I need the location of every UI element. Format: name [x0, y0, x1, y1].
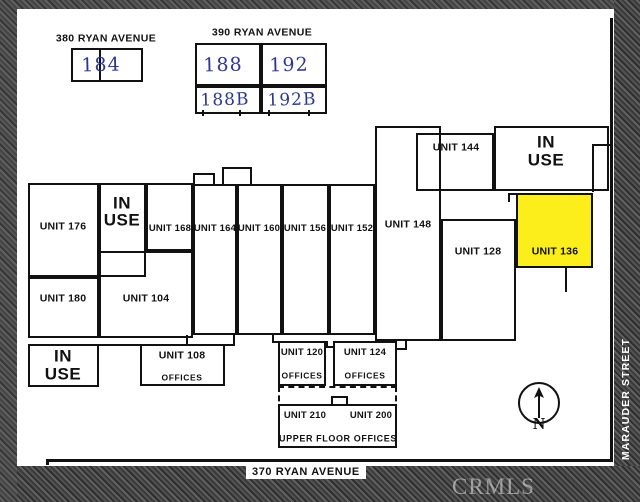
unit-128-shape — [441, 219, 516, 341]
unit-144-label: UNIT 144 — [432, 141, 480, 154]
handwritten-192: 192 — [269, 53, 309, 77]
unit-104-shape — [99, 251, 193, 338]
wall-stub — [565, 268, 567, 292]
crmls-watermark: CRMLS — [452, 474, 535, 499]
handwritten-188b: 188B — [200, 89, 250, 111]
block-header-380: 380 RYAN AVENUE — [55, 32, 157, 45]
unit-168-label: UNIT 168 — [148, 223, 192, 235]
handwritten-188: 188 — [203, 53, 243, 77]
unit-164-shape — [193, 184, 237, 335]
roof-jog — [222, 167, 224, 185]
wall-segment — [99, 344, 145, 346]
block-390-cell-188b — [195, 86, 261, 114]
unit-164-label: UNIT 164 — [193, 223, 237, 235]
door-tick — [202, 110, 204, 116]
in-use-top-right-shape — [494, 126, 609, 191]
wall-jog — [405, 341, 407, 350]
unit-120-shape — [278, 341, 326, 386]
unit-152-shape — [329, 184, 375, 335]
unit-200-label: UNIT 200 — [349, 410, 393, 422]
roof-jog — [193, 173, 215, 175]
wall-jog — [326, 341, 328, 348]
door-tick — [308, 110, 310, 116]
handwritten-192b: 192B — [267, 89, 317, 111]
unit-160-shape — [237, 184, 282, 335]
compass-north-label: N — [532, 414, 546, 433]
unit-176-label: UNIT 176 — [39, 220, 87, 233]
block-header-390: 390 RYAN AVENUE — [211, 26, 313, 39]
unit-180-shape — [28, 277, 99, 338]
wall-jog — [186, 335, 188, 344]
unit-108-shape — [140, 344, 225, 386]
in-use-bottom-left-line2: USE — [44, 364, 82, 384]
street-label-bottom: 370 RYAN AVENUE — [246, 465, 366, 479]
unit-136-shape-highlighted — [516, 193, 593, 268]
unit-120-label: UNIT 120 — [280, 347, 324, 359]
roof-jog — [213, 173, 215, 185]
wall-notch — [331, 396, 348, 398]
unit-168-shape — [146, 183, 193, 251]
wall-jog — [592, 144, 594, 192]
site-boundary-bottom — [46, 459, 612, 462]
in-use-top-left-shape — [99, 183, 146, 277]
unit-210-label: UNIT 210 — [283, 410, 327, 422]
street-label-right: MARAUDER STREET — [620, 338, 632, 461]
unit-152-label: UNIT 152 — [330, 223, 374, 235]
wall-notch — [331, 396, 333, 406]
site-boundary-corner — [46, 459, 49, 465]
unit-156-shape — [282, 184, 329, 335]
wall-notch — [508, 193, 518, 195]
unit-156-label: UNIT 156 — [283, 223, 327, 235]
unit-160-label: UNIT 160 — [237, 223, 281, 235]
wall-jog — [225, 344, 235, 346]
upper-floor-caption: UPPER FLOOR OFFICES — [279, 433, 397, 444]
unit-124-label: UNIT 124 — [343, 347, 387, 359]
roof-jog — [222, 167, 252, 169]
unit-128-label: UNIT 128 — [454, 245, 502, 258]
door-tick — [268, 110, 270, 116]
block-390-cell-192b — [261, 86, 327, 114]
upper-floor-solid-outline — [278, 404, 397, 448]
wall-jog — [186, 344, 198, 346]
in-use-bottom-left-shape — [28, 344, 99, 387]
block-390-cell-192 — [261, 43, 327, 86]
roof-jog — [193, 173, 195, 185]
unit-148-label: UNIT 148 — [384, 218, 432, 231]
in-use-bottom-left-line1: IN — [54, 346, 72, 366]
wall-jog — [233, 335, 235, 344]
wall-jog — [326, 346, 335, 348]
block-380-cell-right — [99, 48, 143, 82]
site-boundary-right — [610, 18, 613, 462]
right-road-strip — [614, 0, 640, 502]
wall-jog — [397, 348, 407, 350]
in-use-top-right-line2: USE — [527, 150, 565, 170]
wall-notch — [508, 193, 510, 202]
unit-180-label: UNIT 180 — [39, 292, 87, 305]
unit-148-shape — [375, 126, 441, 341]
wall-jog — [272, 341, 280, 343]
unit-144-shape — [416, 133, 494, 191]
in-use-top-left-line1: IN — [113, 193, 131, 213]
roof-jog — [250, 167, 252, 185]
wall-jog — [592, 144, 611, 146]
wall-notch — [346, 396, 348, 406]
wall-jog — [272, 335, 274, 343]
unit-108-sublabel: OFFICES — [161, 372, 203, 383]
in-use-top-right-line1: IN — [537, 132, 555, 152]
north-arrow-icon — [534, 387, 544, 418]
block-390-cell-188 — [195, 43, 261, 86]
door-tick — [239, 110, 241, 116]
unit-136-label: UNIT 136 — [531, 245, 579, 258]
in-use-top-left-line2: USE — [103, 210, 141, 230]
wall-segment — [441, 219, 491, 221]
unit-124-shape — [333, 341, 397, 386]
unit-104-label: UNIT 104 — [122, 292, 170, 305]
unit-108-label: UNIT 108 — [158, 349, 206, 362]
unit-176-shape — [28, 183, 99, 277]
unit-120-sublabel: OFFICES — [281, 370, 323, 381]
handwritten-184: 184 — [81, 53, 121, 77]
unit-124-sublabel: OFFICES — [344, 370, 386, 381]
